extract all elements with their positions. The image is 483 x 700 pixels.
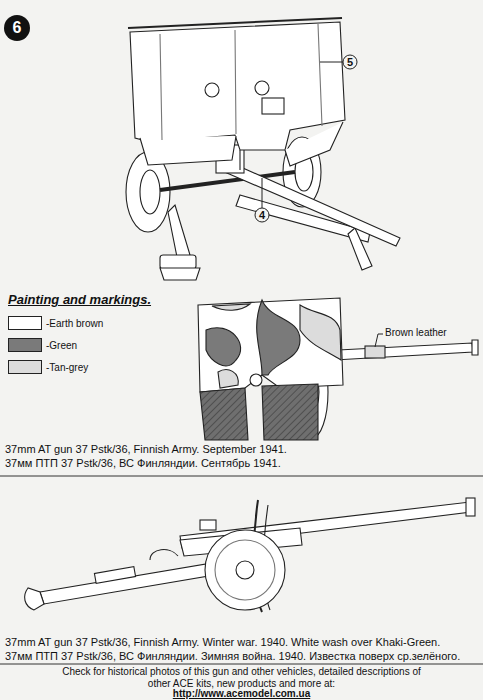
caption-english: 37mm AT gun 37 Pstk/36, Finnish Army. Se… (5, 443, 477, 456)
gun-side-view (25, 498, 475, 612)
gun-front-view (126, 18, 400, 280)
section-title: Painting and markings. (8, 292, 151, 307)
legend-entry: -Tan-grey (8, 360, 88, 374)
separator-rule (0, 664, 483, 665)
legend-swatch (8, 316, 42, 330)
legend-swatch (8, 338, 42, 352)
legend-text: -Earth brown (46, 318, 103, 329)
caption-russian: 37мм ПТП 37 Pstk/36, ВС Финляндии. Зимня… (5, 650, 477, 663)
leader-line (375, 334, 383, 347)
legend-swatch (8, 360, 42, 374)
leader-line (255, 55, 357, 222)
gun-camo-view (198, 298, 478, 440)
legend-text: -Tan-grey (46, 362, 88, 373)
caption-russian: 37мм ПТП 37 Pstk/36, ВС Финляндии. Сентя… (5, 457, 477, 470)
step-number: 6 (7, 19, 27, 37)
footer-url: http://www.acemodel.com.ua (100, 688, 383, 700)
legend-entry: -Earth brown (8, 316, 103, 330)
separator-rule (0, 476, 483, 477)
legend-text: -Green (46, 340, 77, 351)
footer-note: Check for historical photos of this gun … (50, 666, 433, 690)
step-badge (4, 15, 30, 41)
legend-entry: -Green (8, 338, 77, 352)
callout-number: 4 (252, 207, 272, 223)
caption-english: 37mm AT gun 37 Pstk/36, Finnish Army. Wi… (5, 636, 477, 649)
callout-number: 5 (340, 54, 360, 70)
part-label: Brown leather (385, 327, 477, 339)
